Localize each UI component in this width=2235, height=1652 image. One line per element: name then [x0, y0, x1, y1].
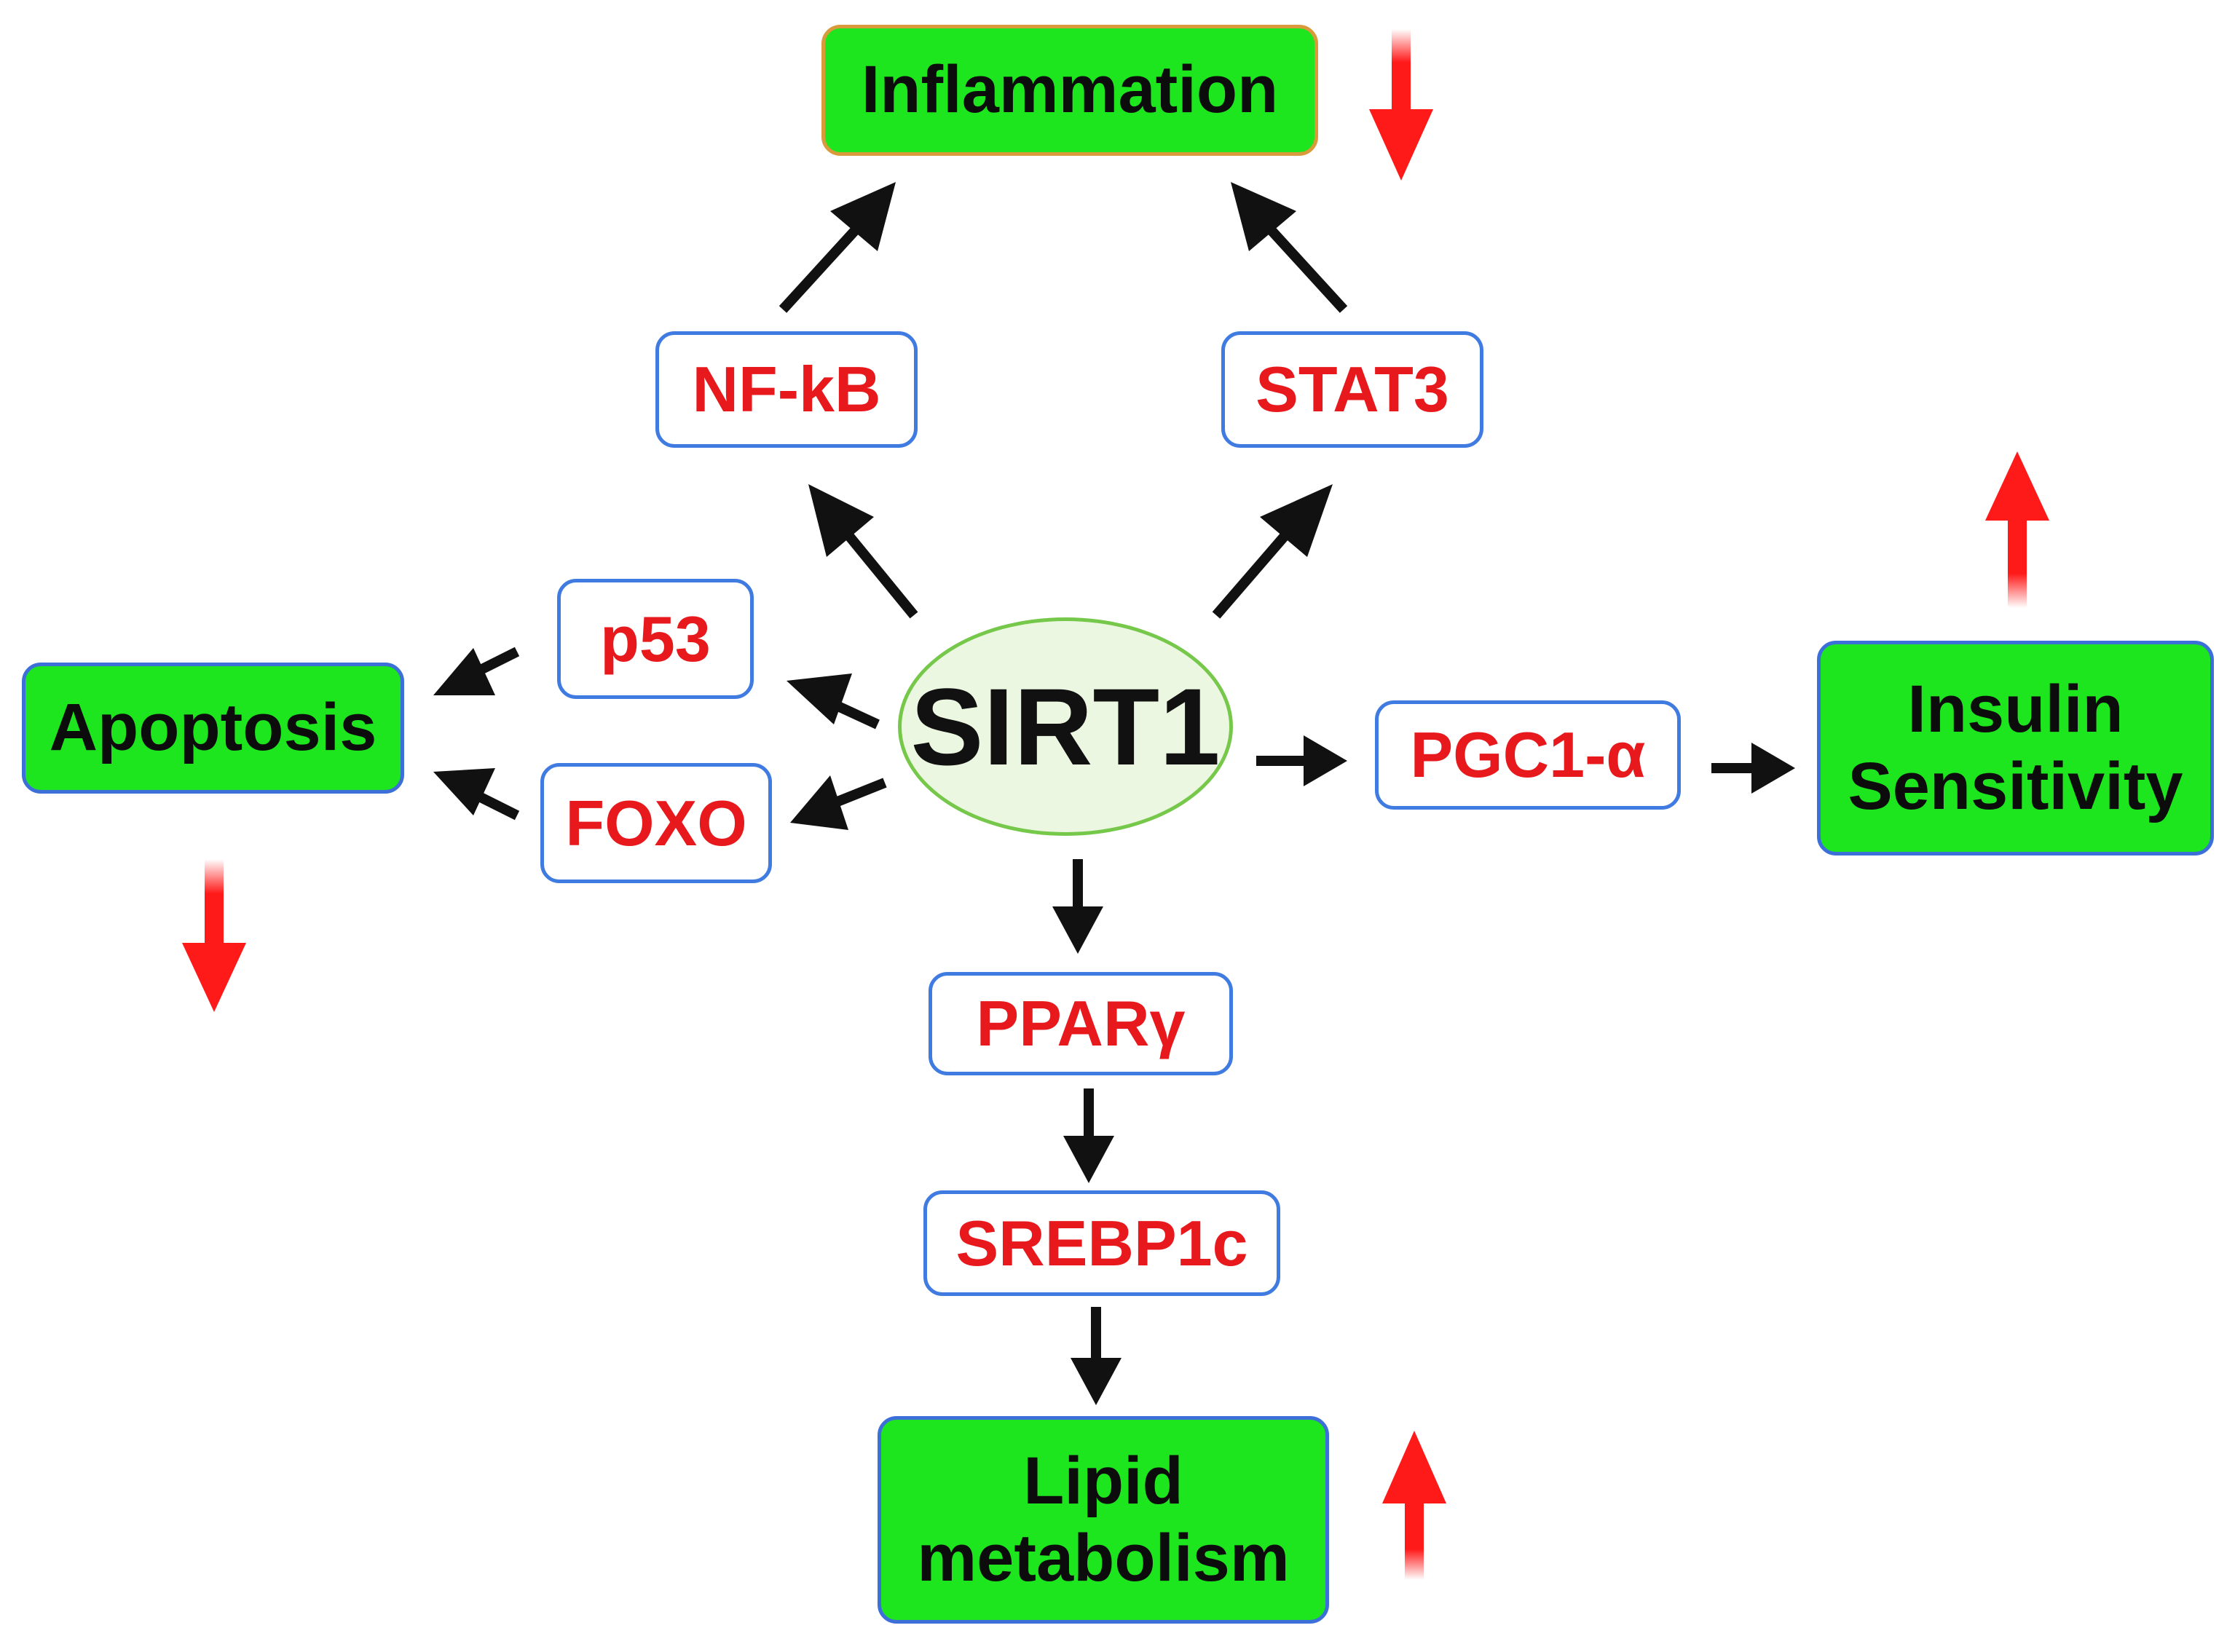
arrow-sirt1-to-nfkb	[808, 484, 918, 619]
apoptosis-label: Apoptosis	[49, 690, 377, 765]
srebp1c-box: SREBP1c	[923, 1190, 1280, 1296]
pparg-box: PPARγ	[929, 972, 1233, 1075]
lipid-label-line1: Lipid	[1023, 1443, 1183, 1518]
pgc1a-box: PGC1-α	[1375, 700, 1681, 810]
srebp1c-label: SREBP1c	[955, 1206, 1248, 1279]
stat3-box: STAT3	[1221, 331, 1483, 448]
arrow-pparg-to-srebp1c	[1063, 1088, 1114, 1183]
lipid-label-line2: metabolism	[917, 1520, 1290, 1595]
stat3-label: STAT3	[1256, 353, 1449, 426]
trend-arrow-insulin-up-icon	[1985, 451, 2049, 608]
arrow-srebp1c-to-lipid	[1071, 1307, 1122, 1405]
nfkb-label: NF-kB	[692, 353, 881, 426]
insulin-label-line2: Sensitivity	[1848, 748, 2183, 823]
trend-arrow-inflammation-down-icon	[1369, 29, 1433, 181]
pgc1a-label: PGC1-α	[1410, 719, 1646, 791]
p53-box: p53	[557, 579, 754, 699]
arrow-p53-to-apoptosis	[433, 647, 520, 695]
foxo-box: FOXO	[540, 763, 772, 883]
arrow-nfkb-to-inflammation	[778, 182, 896, 313]
arrow-sirt1-to-pparg	[1052, 859, 1103, 954]
lipid-metabolism-box: Lipid metabolism	[878, 1416, 1329, 1624]
apoptosis-box: Apoptosis	[22, 663, 404, 794]
insulin-sensitivity-box: Insulin Sensitivity	[1817, 641, 2214, 855]
inflammation-box: Inflammation	[821, 25, 1318, 156]
arrow-pgc1a-to-insulin	[1711, 743, 1795, 794]
p53-label: p53	[600, 602, 711, 675]
insulin-label-line1: Insulin	[1907, 671, 2124, 746]
arrow-sirt1-to-stat3	[1212, 484, 1333, 619]
arrow-stat3-to-inflammation	[1231, 182, 1348, 313]
trend-arrow-apoptosis-down-icon	[182, 859, 246, 1012]
arrow-foxo-to-apoptosis	[433, 768, 520, 821]
pparg-label: PPARγ	[976, 987, 1186, 1060]
arrow-sirt1-to-pgc1a	[1256, 735, 1347, 786]
sirt1-node: SIRT1	[898, 617, 1233, 836]
nfkb-box: NF-kB	[655, 331, 918, 448]
sirt1-label: SIRT1	[910, 665, 1221, 788]
trend-arrow-lipid-up-icon	[1382, 1431, 1446, 1580]
arrow-sirt1-to-p53	[787, 673, 880, 730]
foxo-label: FOXO	[565, 786, 747, 859]
arrow-sirt1-to-foxo	[790, 775, 887, 830]
inflammation-label: Inflammation	[861, 52, 1279, 127]
